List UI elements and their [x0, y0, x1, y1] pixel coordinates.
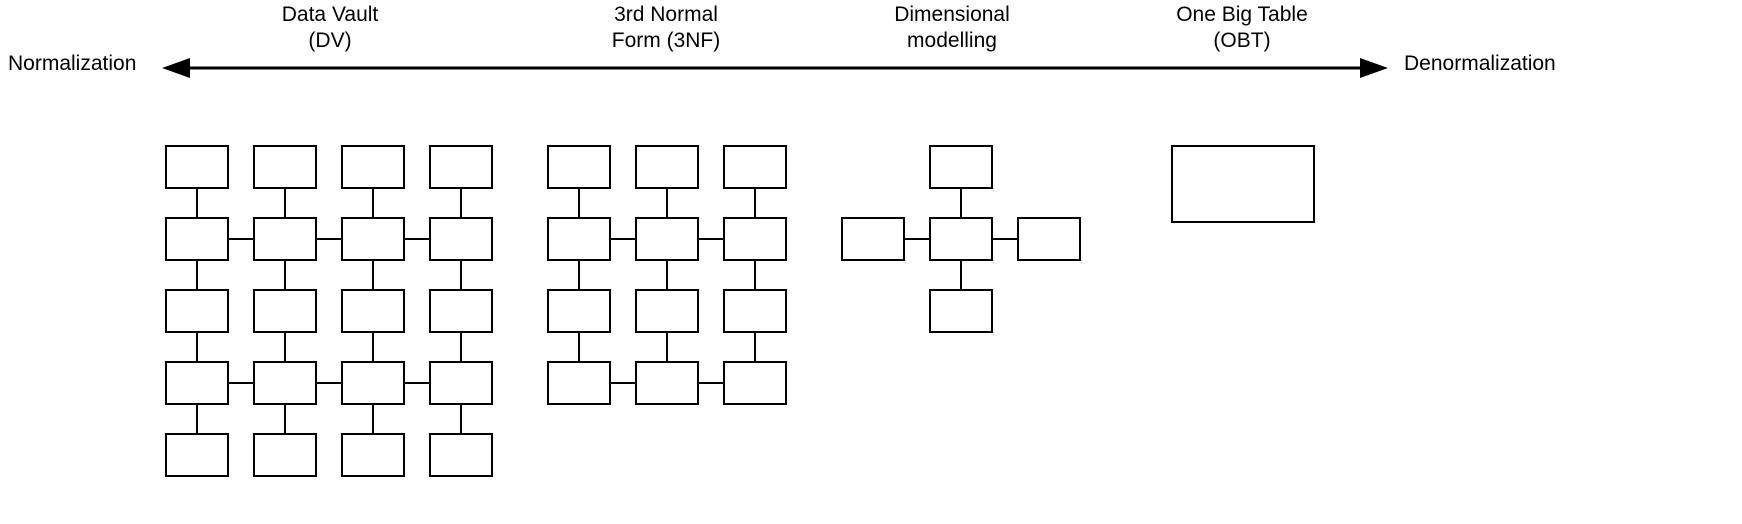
schema-table-box	[429, 217, 493, 261]
schema-table-box	[635, 361, 699, 405]
schema-table-box	[165, 361, 229, 405]
schema-third-normal-form	[547, 145, 787, 405]
stage-label-line1: Dimensional	[894, 3, 1010, 26]
arrow-head-right-icon	[1360, 58, 1388, 78]
schema-table-box	[547, 217, 611, 261]
schema-dimensional-modelling	[841, 145, 1081, 333]
schema-table-box	[723, 217, 787, 261]
schema-table-box	[635, 217, 699, 261]
schema-table-box	[253, 433, 317, 477]
schema-table-box	[253, 361, 317, 405]
schema-table-box	[635, 289, 699, 333]
schema-table-box	[165, 433, 229, 477]
axis-label-normalization: Normalization	[8, 52, 137, 75]
stage-label-line1: 3rd Normal	[614, 3, 718, 26]
stage-label-line1: Data Vault	[281, 3, 379, 26]
schema-table-box	[547, 145, 611, 189]
schema-table-box	[253, 217, 317, 261]
schema-table-box	[429, 433, 493, 477]
schema-table-box	[341, 433, 405, 477]
axis-label-denormalization: Denormalization	[1404, 52, 1556, 75]
schema-data-vault	[165, 145, 493, 477]
stage-label-line1: One Big Table	[1176, 3, 1308, 26]
stage-label-line2: (DV)	[308, 29, 352, 52]
schema-dimension-box-bottom	[929, 289, 993, 333]
stage-label-line2: modelling	[907, 29, 997, 52]
stage-label-dimensional-modelling: Dimensional modelling	[822, 2, 1082, 54]
schema-table-box	[341, 361, 405, 405]
schema-table-box	[165, 145, 229, 189]
arrow-head-left-icon	[162, 58, 190, 78]
stage-label-data-vault: Data Vault (DV)	[200, 2, 460, 54]
schema-dimension-box-top	[929, 145, 993, 189]
stage-label-third-normal-form: 3rd Normal Form (3NF)	[536, 2, 796, 54]
stage-label-line2: Form (3NF)	[611, 29, 721, 52]
schema-table-box	[547, 361, 611, 405]
schema-table-box	[723, 289, 787, 333]
schema-one-big-table-box	[1171, 145, 1315, 223]
schema-table-box	[341, 289, 405, 333]
schema-table-box	[429, 361, 493, 405]
schema-table-box	[341, 217, 405, 261]
schema-table-box	[341, 145, 405, 189]
schema-table-box	[723, 145, 787, 189]
normalization-axis	[162, 58, 1388, 78]
schema-table-box	[547, 289, 611, 333]
schema-one-big-table	[1171, 145, 1315, 223]
schema-table-box	[253, 145, 317, 189]
schema-table-box	[165, 217, 229, 261]
schema-table-box	[723, 361, 787, 405]
schema-fact-box-center	[929, 217, 993, 261]
schema-dimension-box-right	[1017, 217, 1081, 261]
schema-table-box	[635, 145, 699, 189]
schema-table-box	[165, 289, 229, 333]
stage-label-line2: (OBT)	[1213, 29, 1271, 52]
schema-table-box	[429, 289, 493, 333]
schema-table-box	[429, 145, 493, 189]
schema-dimension-box-left	[841, 217, 905, 261]
schema-table-box	[253, 289, 317, 333]
stage-label-one-big-table: One Big Table (OBT)	[1112, 2, 1372, 54]
